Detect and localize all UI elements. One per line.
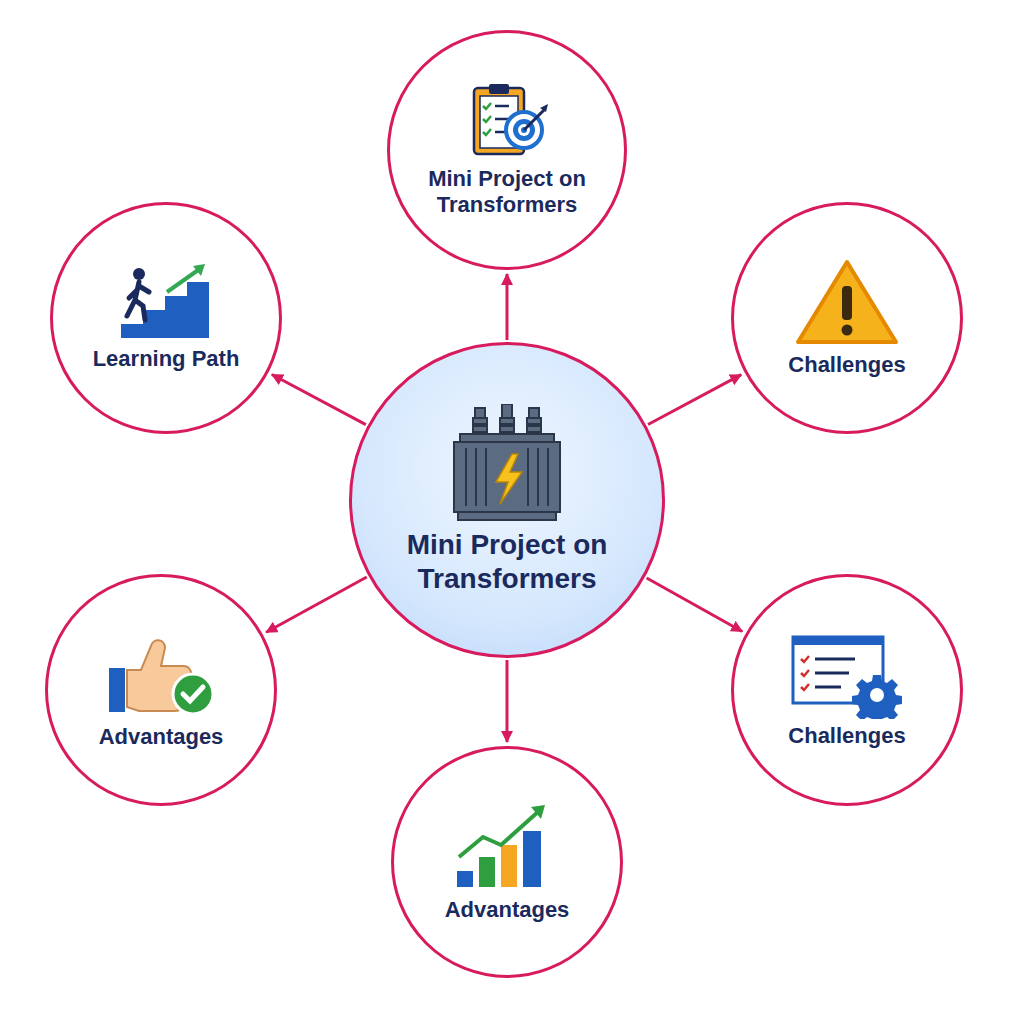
stairs-icon [111, 264, 221, 342]
topic-circle: Mini Project on Transformers [387, 30, 627, 270]
arrow-connector [506, 660, 509, 742]
node-label: Challenges [788, 352, 905, 378]
arrow-connector [647, 578, 743, 631]
arrow-connector [506, 274, 509, 340]
hub-circle: Mini Project on Transformers [349, 342, 665, 658]
node-label: Learning Path [93, 346, 240, 372]
node-label: Mini Project on Transformers [382, 528, 632, 595]
warning-icon [792, 258, 902, 348]
topic-circle: Advantages [45, 574, 277, 806]
node-label: Advantages [445, 897, 570, 923]
thumbs-up-icon [101, 630, 221, 720]
node-label: Challenges [788, 723, 905, 749]
topic-circle: Learning Path [50, 202, 282, 434]
node-label: Mini Project on Transformers [412, 166, 602, 219]
checklist-target-icon [452, 82, 562, 162]
node-label: Advantages [99, 724, 224, 750]
arrow-connector [266, 577, 367, 632]
arrow-connector [648, 375, 741, 425]
checklist-gear-icon [787, 631, 907, 719]
topic-circle: Challenges [731, 202, 963, 434]
transformer-icon [442, 404, 572, 524]
bar-chart-icon [447, 801, 567, 893]
topic-circle: Advantages [391, 746, 623, 978]
arrow-connector [272, 375, 366, 425]
topic-circle: Challenges [731, 574, 963, 806]
